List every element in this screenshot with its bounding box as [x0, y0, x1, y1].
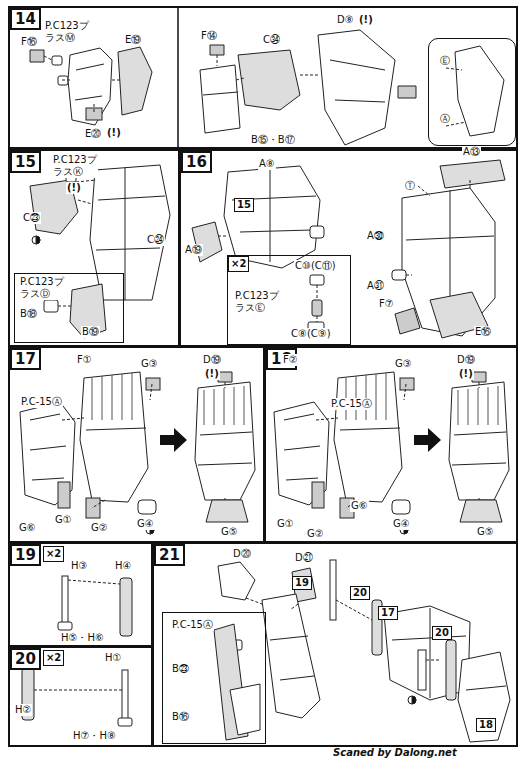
part-label: B⑯ — [171, 711, 190, 723]
part-label: B⑲ — [81, 326, 100, 338]
part-label: C⑧(C⑨) — [290, 328, 332, 340]
step-reference: 17 — [378, 606, 398, 620]
part-label: C⑩(C⑪) — [294, 260, 337, 272]
part-label: G② — [90, 522, 109, 534]
part-label: H④ — [114, 560, 132, 572]
part-label: G③ — [394, 358, 413, 370]
part-label: P.C123プラスⓀ — [52, 154, 98, 178]
part-label: H⑤・H⑥ — [60, 632, 105, 644]
part-label: E⑳ — [84, 128, 102, 140]
part-label: H⑦・H⑧ — [72, 730, 117, 742]
part-label: G⑥ — [18, 522, 37, 534]
part-label: F① — [76, 354, 93, 366]
detail-box: ⒺⒶ — [428, 38, 516, 146]
part-label: B⑱ — [19, 308, 38, 320]
part-label: F② — [282, 354, 299, 366]
detail-box: ×2 C⑩(C⑪) P.C123プラスⒺ C⑧(C⑨) — [227, 255, 351, 345]
part-label: H② — [14, 704, 32, 716]
step-number: 14 — [10, 8, 41, 30]
step-panel: 17 — [8, 346, 265, 543]
part-label: G① — [276, 518, 295, 530]
part-label: C㉔ — [146, 234, 165, 246]
quantity-mark: ×2 — [43, 546, 64, 562]
part-label: A㉛ — [366, 280, 385, 292]
part-label: D⑧ — [336, 14, 355, 26]
step-number: 21 — [154, 544, 185, 566]
step-number: 19 — [10, 544, 41, 566]
part-label: E⑲ — [124, 34, 142, 46]
part-label: B㉓ — [171, 663, 190, 675]
part-label: E⑯ — [474, 326, 492, 338]
step-number: 16 — [181, 151, 212, 173]
part-label: A㉚ — [366, 230, 385, 242]
part-label: D⑲ — [202, 354, 222, 366]
step-number: 15 — [10, 151, 41, 173]
part-label: P.C-15Ⓐ — [20, 396, 63, 408]
caution-mark: (!) — [106, 127, 122, 139]
part-label: Ⓔ — [439, 55, 451, 67]
part-label: A⑲ — [184, 244, 203, 256]
caution-mark: (!) — [458, 368, 474, 380]
part-label: G⑤ — [476, 526, 495, 538]
step-number: 17 — [10, 348, 41, 370]
quantity-mark: ×2 — [43, 650, 64, 666]
quantity-mark: ×2 — [228, 256, 249, 272]
part-label: G④ — [136, 518, 155, 530]
step-reference: 15 — [234, 198, 254, 212]
step-number: 20 — [10, 648, 41, 670]
part-label: P.C123プラスⒺ — [234, 290, 284, 314]
step-reference: 18 — [476, 718, 496, 732]
step-reference: 20 — [350, 586, 370, 600]
part-label: P.C-15Ⓐ — [171, 619, 214, 631]
part-label: C㉓ — [22, 212, 41, 224]
part-label: G① — [54, 514, 73, 526]
caution-mark: (!) — [204, 368, 220, 380]
part-label: H① — [104, 652, 122, 664]
part-label: D㉑ — [294, 552, 314, 564]
part-label: D⑲ — [456, 354, 476, 366]
part-label: G④ — [392, 518, 411, 530]
step-panel: 18 — [264, 346, 518, 543]
part-label: H③ — [70, 560, 88, 572]
part-label: P.C123プラスⒹ — [19, 276, 67, 300]
watermark: Scaned by Dalong.net — [332, 747, 458, 759]
part-label: A⑧ — [258, 158, 276, 170]
part-label: P.C123プラスⓂ — [44, 20, 90, 44]
part-label: G② — [306, 528, 325, 540]
part-label: A⑬ — [462, 146, 481, 158]
caution-mark: (!) — [358, 14, 374, 26]
step-panel: 21P.C-15Ⓐ B㉓ B⑯ — [152, 542, 518, 747]
part-label: Ⓣ — [404, 180, 416, 192]
part-label: Ⓐ — [439, 113, 451, 125]
part-label: P.C-15Ⓐ — [330, 398, 373, 410]
part-label: F⑦ — [378, 298, 395, 310]
part-label: G⑥ — [350, 500, 369, 512]
step-reference: 20 — [432, 626, 452, 640]
part-label: B⑮・B⑰ — [250, 134, 296, 146]
step-reference: 19 — [292, 576, 312, 590]
detail-box: P.C123プラスⒹ B⑱ B⑲ — [14, 273, 124, 343]
part-label: G③ — [140, 358, 159, 370]
part-label: C㉞ — [262, 34, 281, 46]
step-panel: 16 ×2 C⑩(C⑪) P.C123プラスⒺ C⑧(C⑨) — [179, 149, 518, 347]
part-label: G⑤ — [220, 526, 239, 538]
step-panel: 15P.C123プラスⒹ B⑱ B⑲ — [8, 149, 180, 347]
part-label: F⑯ — [20, 36, 38, 48]
detail-box: P.C-15Ⓐ B㉓ B⑯ — [162, 612, 266, 744]
part-label: F⑭ — [200, 30, 218, 42]
caution-mark: (!) — [66, 182, 82, 194]
part-label: D⑳ — [232, 548, 252, 560]
